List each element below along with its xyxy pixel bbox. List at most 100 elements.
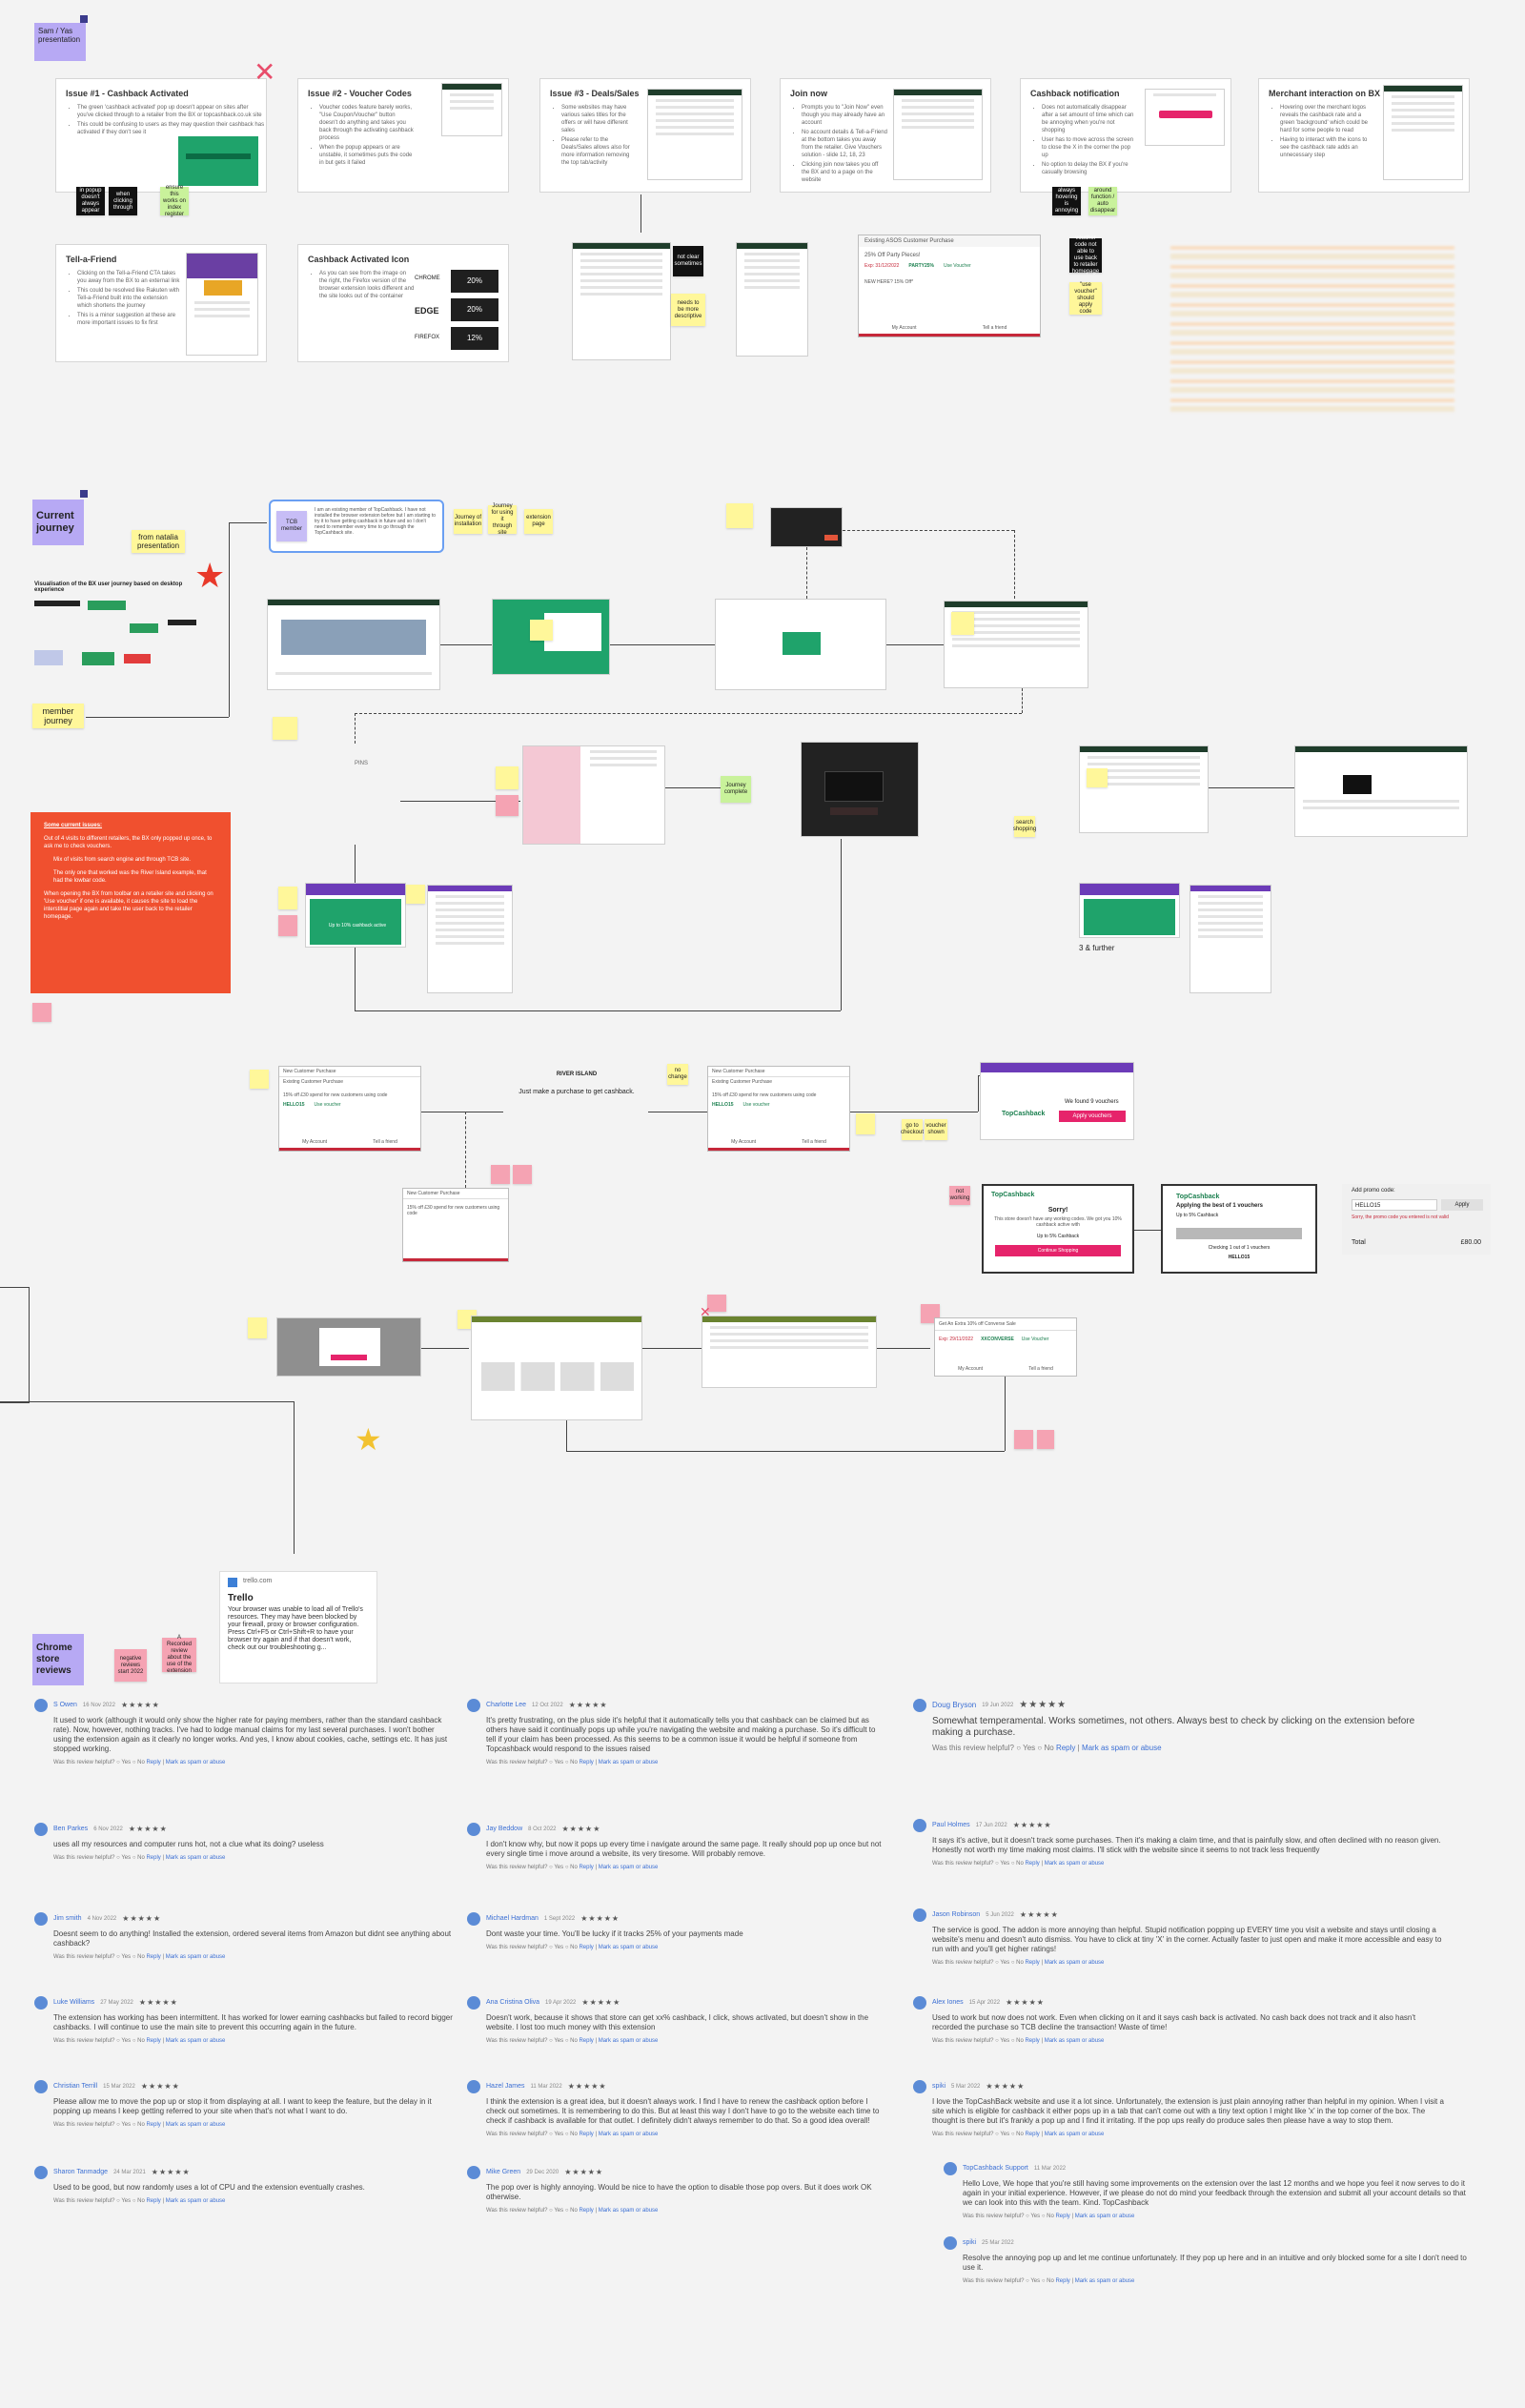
reviewer-name[interactable]: Paul Holmes [932,1822,970,1828]
yes-radio[interactable]: ○ [549,1760,555,1765]
tab-new[interactable]: New Customer Purchase [403,1189,508,1199]
sticky-step[interactable] [248,1317,267,1338]
flow-screen-7[interactable] [1079,745,1209,833]
sticky-negative-reviews[interactable]: negative reviews start 2022 [114,1649,147,1682]
reply-link[interactable]: Reply [146,1954,161,1960]
river-popup-3[interactable]: New Customer Purchase 15% off £30 spend … [402,1188,509,1262]
continue-shopping-button[interactable]: Continue Shopping [995,1245,1121,1256]
sticky-use-voucher[interactable]: "use voucher" should apply code [1069,282,1102,315]
reviewer-name[interactable]: Ana Cristina Oliva [486,1999,540,2006]
screenshot-thumb[interactable] [572,242,671,360]
spam-link[interactable]: Mark as spam or abuse [165,1855,226,1861]
sticky-recorded-review[interactable]: A Recorded review about the use of the e… [162,1635,196,1674]
reply-link[interactable]: Reply [146,1760,161,1765]
ext-popup-purple[interactable] [305,883,406,948]
yes-radio[interactable]: ○ [549,2038,555,2044]
reviewer-name[interactable]: Doug Bryson [932,1701,977,1709]
sticky-around-func[interactable]: around function / auto disappear [1088,187,1117,215]
issue-card-4[interactable]: Join now Prompts you to "Join Now" even … [780,78,991,193]
reply-link[interactable]: Reply [146,1855,161,1861]
yes-radio[interactable]: ○ [995,2132,1001,2137]
spam-link[interactable]: Mark as spam or abuse [598,1865,659,1870]
sticky-step[interactable] [496,766,518,789]
river-island-page[interactable]: RIVER ISLAND Just make a purchase to get… [505,1071,648,1129]
no-radio[interactable]: ○ [1041,2278,1047,2284]
yes-radio[interactable]: ○ [1026,2214,1031,2219]
sticky-step[interactable] [406,885,425,904]
flow-screen-8[interactable] [1294,745,1468,837]
reply-link[interactable]: Reply [579,2208,594,2214]
reply-link[interactable]: Reply [579,1945,594,1950]
use-voucher-link[interactable]: Use voucher [314,1102,341,1108]
sticky-step-pink[interactable] [1037,1430,1054,1449]
sticky-step-pink[interactable] [491,1165,510,1184]
flow-screen-6[interactable] [801,742,919,837]
no-radio[interactable]: ○ [132,2122,138,2128]
no-radio[interactable]: ○ [1010,2132,1017,2137]
flow-screen-shoes[interactable] [471,1316,642,1420]
river-popup[interactable]: New Customer Purchase Existing Customer … [278,1066,421,1152]
spam-link[interactable]: Mark as spam or abuse [165,2198,226,2204]
tab-new[interactable]: New Customer Purchase [708,1067,849,1077]
issue-card-6[interactable]: Merchant interaction on BX Hovering over… [1258,78,1470,193]
tag-member-journey[interactable]: member journey [32,704,84,728]
spam-link[interactable]: Mark as spam or abuse [1044,2038,1105,2044]
spam-link[interactable]: Mark as spam or abuse [1081,1744,1162,1752]
flow-screen-2[interactable] [492,599,610,675]
sticky-always-hover[interactable]: always hovering is annoying [1052,187,1081,215]
reviewer-name[interactable]: Christian Terrill [53,2083,98,2090]
yes-radio[interactable]: ○ [116,1760,122,1765]
no-radio[interactable]: ○ [1010,1960,1017,1966]
spam-link[interactable]: Mark as spam or abuse [598,2038,659,2044]
sticky-step[interactable] [273,717,297,740]
reply-link[interactable]: Reply [1055,1744,1076,1752]
no-radio[interactable]: ○ [564,1945,571,1950]
tab-existing[interactable]: Existing Customer Purchase [712,1079,773,1085]
use-voucher-link[interactable]: Use Voucher [1021,1337,1049,1342]
converse-popup[interactable]: Get An Extra 10% off Converse Sale Exp: … [934,1317,1077,1377]
flow-screen-3[interactable] [715,599,886,690]
sticky-step[interactable] [278,887,297,909]
yes-radio[interactable]: ○ [1026,2278,1031,2284]
no-radio[interactable]: ○ [132,1760,138,1765]
current-issues-panel[interactable]: Some current issues: Out of 4 visits to … [30,812,231,993]
reviewer-name[interactable]: Luke Williams [53,1999,95,2006]
reviewer-name[interactable]: Jim smith [53,1915,82,1922]
reply-link[interactable]: Reply [579,1760,594,1765]
sticky-step-pink[interactable] [496,795,518,816]
spam-link[interactable]: Mark as spam or abuse [165,2122,226,2128]
trello-card[interactable]: trello.com Trello Your browser was unabl… [219,1571,377,1684]
yes-radio[interactable]: ○ [116,2122,122,2128]
sticky-step[interactable] [951,612,974,635]
reviewer-name[interactable]: spiki [963,2239,977,2246]
spam-link[interactable]: Mark as spam or abuse [598,2132,659,2137]
use-voucher-link[interactable]: Use voucher [742,1102,770,1108]
reply-link[interactable]: Reply [1025,1960,1040,1966]
sticky-needs-desc[interactable]: needs to be more descriptive [671,294,705,326]
sticky-step-pink[interactable] [278,915,297,936]
tell-friend-link[interactable]: Tell a friend [373,1139,397,1145]
sticky-search-shopping[interactable]: search shopping [1013,816,1036,837]
sticky-not-working[interactable]: not working [949,1186,970,1205]
sticky-no-change[interactable]: no change [667,1064,688,1085]
sticky-step[interactable] [726,503,753,528]
flow-screen-5[interactable] [522,745,665,845]
reply-link[interactable]: Reply [146,2122,161,2128]
no-radio[interactable]: ○ [132,2198,138,2204]
reviewer-name[interactable]: Jason Robinson [932,1911,981,1918]
no-radio[interactable]: ○ [1010,1861,1017,1867]
tag-sam-yas[interactable]: Sam / Yas presentation [34,23,86,61]
sticky-step-pink[interactable] [707,1295,726,1312]
no-radio[interactable]: ○ [132,1954,138,1960]
sticky-not-clear[interactable]: not clear sometimes [673,246,703,276]
tab-existing[interactable]: Existing Customer Purchase [283,1079,344,1085]
sticky-step-pink[interactable] [1014,1430,1033,1449]
no-radio[interactable]: ○ [1041,2214,1047,2219]
issue-card-1[interactable]: Issue #1 - Cashback Activated The green … [55,78,267,193]
sticky-step-pink[interactable] [32,1003,51,1022]
use-voucher-link[interactable]: Use Voucher [944,263,971,269]
spam-link[interactable]: Mark as spam or abuse [1074,2278,1135,2284]
yes-radio[interactable]: ○ [549,2132,555,2137]
found-vouchers-popup[interactable]: TopCashback We found 9 vouchers Apply vo… [980,1062,1134,1140]
no-radio[interactable]: ○ [564,2208,571,2214]
